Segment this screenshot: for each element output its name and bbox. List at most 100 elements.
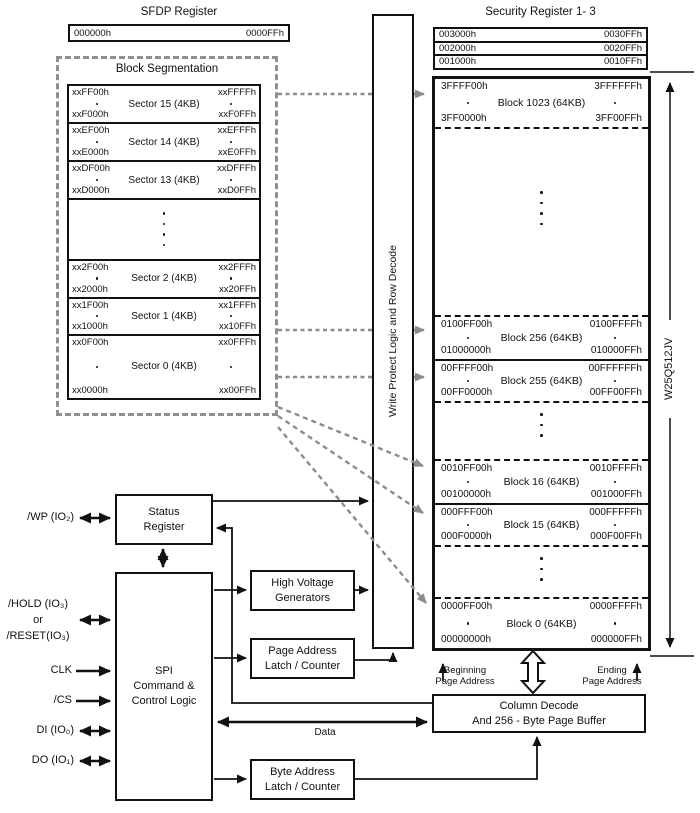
sector-addr: xxEFFFh — [217, 125, 256, 136]
block-addr: 3FFFFFFh — [594, 81, 642, 92]
block-addr: 00100000h — [441, 489, 492, 500]
sector-addr: xx0000h — [72, 385, 108, 396]
sector-addr: xxFFFFh — [218, 87, 256, 98]
sfdp-register-title: SFDP Register — [140, 6, 218, 18]
column-decode-page-buffer-box: Column Decode And 256 - Byte Page Buffer — [432, 694, 646, 733]
sector-addr: xxE000h — [72, 147, 109, 158]
block-addr: 000FFFFFh — [589, 507, 642, 518]
block-addr: 0100FF00h — [441, 319, 493, 330]
block-addr: 0010FFFFh — [589, 463, 642, 474]
block-segmentation-title: Block Segmentation — [115, 63, 219, 75]
block-segmentation-border — [56, 56, 278, 416]
sector-label: Sector 1 (4KB) — [131, 310, 197, 322]
sector-addr: xx00FFh — [219, 385, 256, 396]
sector-label: Sector 15 (4KB) — [128, 98, 200, 110]
sector-label: Sector 13 (4KB) — [128, 174, 200, 186]
sector-addr: xx2FFFh — [218, 261, 256, 273]
security-end-address: 0010FFh — [603, 56, 642, 68]
security-end-address: 0020FFh — [603, 42, 642, 54]
chip-bracket — [650, 71, 694, 657]
vertical-ellipsis — [162, 212, 166, 247]
ellipsis-dot — [95, 365, 99, 368]
sector-addr: xxDFFFh — [216, 163, 256, 174]
status-register-box: Status Register — [115, 494, 213, 545]
block-addr: 001000FFh — [590, 489, 642, 500]
write-protect-row-decode-box: Write Protect Logic and Row Decode — [372, 14, 414, 649]
security-row: 003000h 0030FFh — [435, 29, 646, 43]
block-addr: 00FFFFFFh — [588, 363, 642, 374]
security-register-box: 003000h 0030FFh 002000h 0020FFh 001000h … — [433, 27, 648, 70]
ellipsis-dot — [229, 102, 233, 106]
security-row: 002000h 0020FFh — [435, 42, 646, 56]
security-row: 001000h 0010FFh — [435, 56, 646, 68]
security-start-address: 003000h — [439, 29, 476, 41]
ellipsis-dot — [95, 140, 99, 144]
sector-right-addrs: xxFFFFh xxF0FFh — [206, 88, 256, 120]
security-register-title: Security Register 1- 3 — [485, 6, 596, 18]
sector-label: Sector 2 (4KB) — [131, 273, 197, 284]
block-addr: 000000FFh — [590, 634, 642, 645]
ellipsis-dot — [229, 140, 233, 144]
sector-addr: xxD0FFh — [217, 185, 256, 196]
vertical-ellipsis — [435, 413, 648, 437]
block-addr: 00FFFF00h — [441, 363, 494, 374]
ellipsis-dot — [613, 480, 617, 484]
block-addr: 3FFFF00h — [441, 81, 488, 92]
block-addr: 0100FFFFh — [589, 319, 642, 330]
di-pin-label: DI (IO₀) — [36, 724, 74, 736]
block-label: Block 0 (64KB) — [506, 617, 577, 630]
do-pin-label: DO (IO₁) — [31, 754, 74, 766]
block-addr: 000F0000h — [441, 531, 492, 542]
block-addr: 000FFF00h — [441, 507, 493, 518]
block-addr: 0000FF00h — [441, 601, 493, 612]
block-addr: 010000FFh — [590, 345, 642, 356]
block-addr: 00FF0000h — [441, 387, 493, 398]
block-addr: 3FF00FFh — [595, 113, 642, 124]
sector-addr: xx1F00h — [72, 299, 109, 311]
ellipsis-dot — [466, 336, 470, 340]
block-addr: 0000FFFFh — [589, 601, 642, 612]
sector-gap — [69, 200, 259, 261]
sector-addr: xxF0FFh — [218, 109, 256, 120]
ellipsis-dot — [613, 523, 617, 527]
pageaddr-to-wp-logic-wire — [355, 652, 398, 662]
block-label: Block 15 (64KB) — [503, 519, 580, 531]
cs-pin-label: /CS — [53, 694, 72, 706]
ellipsis-dot — [95, 277, 99, 280]
high-voltage-generators-box: High Voltage Generators — [250, 570, 355, 611]
sector-addr: xx2F00h — [72, 261, 109, 273]
sector-left-addrs: xx1F00h xx1000h — [72, 299, 122, 332]
sector-addr: xx1000h — [72, 320, 108, 332]
sector-left-addrs: xxEF00h xxE000h — [72, 126, 122, 158]
block-addr: 00FF00FFh — [589, 387, 642, 398]
ellipsis-dot — [95, 102, 99, 106]
sector-addr: xx0F00h — [72, 336, 109, 348]
data-bus-label: Data — [314, 727, 336, 738]
ellipsis-dot — [229, 365, 233, 368]
ellipsis-dot — [466, 480, 470, 484]
clk-pin-label: CLK — [50, 664, 72, 676]
signal-arrows — [76, 512, 428, 767]
sector-addr: xx10FFh — [219, 320, 256, 332]
memory-coldecode-double-arrow — [519, 649, 547, 695]
sector-label: Sector 0 (4KB) — [131, 361, 197, 373]
write-protect-row-decode-label: Write Protect Logic and Row Decode — [387, 245, 399, 418]
sfdp-register-box: 000000h 0000FFh — [68, 24, 290, 42]
security-end-address: 0030FFh — [603, 29, 642, 41]
block-label: Block 16 (64KB) — [503, 476, 580, 488]
sector-addr: xxEF00h — [72, 125, 110, 136]
sector-addr: xxE0FFh — [217, 147, 256, 158]
